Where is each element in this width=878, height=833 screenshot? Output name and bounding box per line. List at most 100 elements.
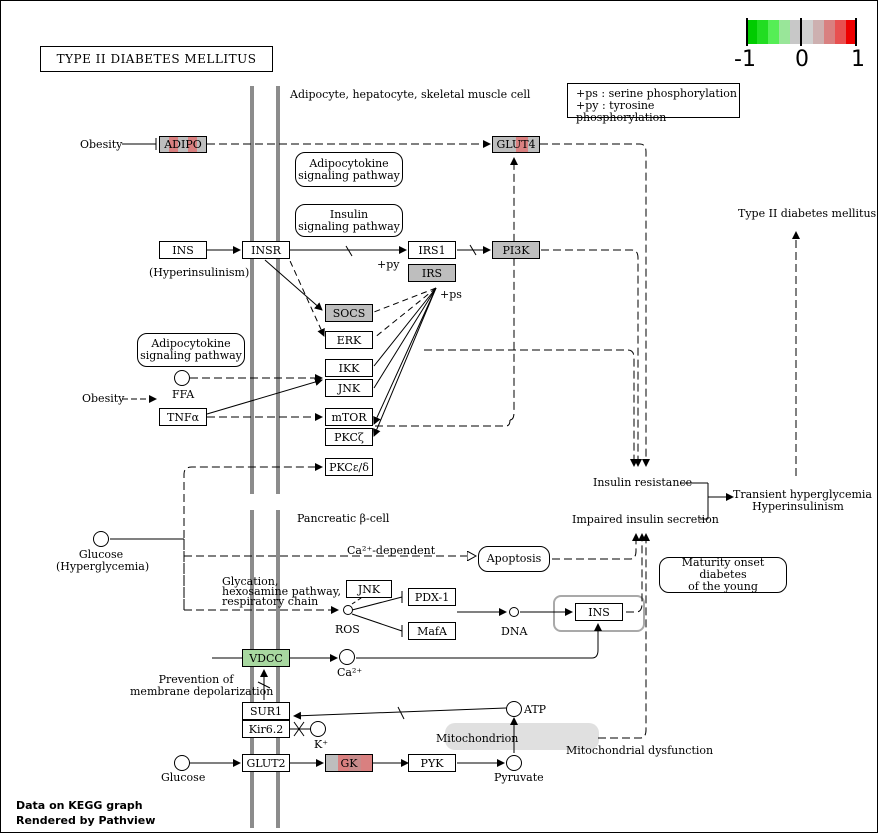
scale-tick-mid — [800, 18, 802, 46]
expression-stripe — [326, 755, 338, 771]
scale-label-min: -1 — [734, 47, 756, 72]
expression-stripe — [160, 137, 170, 152]
membrane-line-inner-bottom — [276, 510, 280, 828]
label-ffa: FFA — [172, 388, 195, 401]
expression-stripe — [196, 137, 206, 152]
gene-ins[interactable]: INS — [159, 241, 207, 259]
scale-segment — [845, 20, 857, 44]
footer-data-source: Data on KEGG graph — [16, 799, 143, 812]
expression-stripe — [493, 137, 505, 152]
label-t2dm: Type II diabetes mellitus — [738, 207, 877, 220]
compound-ca2[interactable] — [339, 649, 355, 665]
gene-glut4[interactable]: GLUT4 — [492, 136, 540, 153]
mitochondrion-label: Mitochondrion — [436, 732, 519, 745]
gene-kir62[interactable]: Kir6.2 — [242, 720, 290, 738]
note-serine: +ps : serine phosphorylation — [576, 87, 737, 100]
scale-segment — [768, 20, 780, 44]
label-ps: +ps — [440, 288, 462, 301]
label-transient: Transient hyperglycemia Hyperinsulinism — [733, 488, 872, 513]
compound-ros[interactable] — [343, 605, 353, 615]
label-glycation: Glycation, hexosamine pathway, respirato… — [222, 575, 341, 608]
scale-label-mid: 0 — [795, 47, 809, 72]
compound-glucose[interactable] — [174, 755, 190, 771]
scale-tick-min — [746, 18, 748, 46]
expression-stripe — [178, 137, 188, 152]
gene-pyk[interactable]: PYK — [408, 754, 456, 772]
compound-dna[interactable] — [509, 607, 519, 617]
gene-pi3k[interactable]: PI3K — [492, 241, 540, 259]
label-dna: DNA — [501, 625, 528, 638]
color-scale-bar — [746, 20, 857, 44]
scale-segment — [757, 20, 769, 44]
label-obesity-top: Obesity — [80, 138, 123, 151]
gene-sur1[interactable]: SUR1 — [242, 702, 290, 720]
gene-jnk[interactable]: JNK — [325, 379, 373, 397]
label-hyperinsulinism: (Hyperinsulinism) — [149, 266, 250, 279]
label-py: +py — [377, 258, 400, 271]
membrane-line-outer-bottom — [250, 510, 254, 828]
expression-stripe — [243, 650, 289, 666]
gene-ins-beta[interactable]: INS — [575, 603, 623, 621]
membrane-line-inner-top — [276, 86, 280, 494]
scale-segment — [779, 20, 791, 44]
gene-gk[interactable]: GK — [325, 754, 373, 772]
membrane-line-outer-top — [250, 86, 254, 494]
gene-mtor[interactable]: mTOR — [325, 408, 373, 426]
gene-mafa[interactable]: MafA — [408, 622, 456, 640]
label-atp: ATP — [524, 703, 547, 716]
gene-jnk-beta[interactable]: JNK — [346, 580, 392, 598]
expression-stripe — [169, 137, 179, 152]
label-insulin-resistance: Insulin resistance — [593, 476, 693, 489]
label-prevention: Prevention of membrane depolarization — [130, 673, 274, 698]
expression-stripe — [337, 755, 349, 771]
gene-ikk[interactable]: IKK — [325, 359, 373, 377]
expression-stripe — [187, 137, 197, 152]
gene-socs[interactable]: SOCS — [325, 304, 373, 322]
compound-pyruvate[interactable] — [506, 755, 522, 771]
gene-irs1[interactable]: IRS1 — [408, 241, 456, 259]
gene-irs[interactable]: IRS — [408, 264, 456, 282]
compartment-beta-label: Pancreatic β-cell — [297, 512, 390, 525]
label-ros: ROS — [335, 623, 360, 636]
label-kplus: K⁺ — [314, 738, 329, 751]
ins-group-box — [553, 595, 645, 632]
phosphorylation-note: +ps : serine phosphorylation +py : tyros… — [567, 83, 740, 124]
gene-glut2[interactable]: GLUT2 — [242, 754, 290, 772]
scale-segment — [801, 20, 813, 44]
pathway-apoptosis[interactable]: Apoptosis — [478, 546, 550, 572]
gene-insr[interactable]: INSR — [242, 241, 290, 259]
compound-glucose-hyper[interactable] — [93, 531, 109, 547]
scale-segment — [834, 20, 846, 44]
gene-pkcz[interactable]: PKCζ — [325, 428, 373, 446]
scale-label-max: 1 — [851, 47, 865, 72]
footer-renderer: Rendered by Pathview — [16, 814, 156, 827]
compartment-top-label: Adipocyte, hepatocyte, skeletal muscle c… — [290, 88, 531, 101]
gene-vdcc[interactable]: VDCC — [242, 649, 290, 667]
gene-adipo[interactable]: ADIPO — [159, 136, 207, 153]
scale-segment — [746, 20, 758, 44]
compound-ffa[interactable] — [174, 370, 190, 386]
label-obesity-left: Obesity — [82, 392, 125, 405]
label-mito-dysfunction: Mitochondrial dysfunction — [566, 744, 714, 757]
gene-tnfa[interactable]: TNFα — [159, 408, 207, 426]
scale-segment — [790, 20, 802, 44]
label-ca2: Ca²⁺ — [337, 666, 363, 679]
expression-stripe — [504, 137, 516, 152]
expression-stripe — [360, 755, 372, 771]
gene-pkced[interactable]: PKCε/δ — [325, 458, 373, 476]
gene-erk[interactable]: ERK — [325, 331, 373, 349]
compound-atp[interactable] — [506, 701, 522, 717]
expression-stripe — [349, 755, 361, 771]
label-impaired-secretion: Impaired insulin secretion — [572, 513, 719, 526]
gene-pdx1[interactable]: PDX-1 — [408, 588, 456, 606]
label-ca-dependent: Ca²⁺-dependent — [347, 544, 436, 557]
expression-stripe — [516, 137, 528, 152]
label-glucose-hyperglycemia: Glucose (Hyperglycemia) — [56, 548, 150, 573]
compound-kplus[interactable] — [310, 721, 326, 737]
